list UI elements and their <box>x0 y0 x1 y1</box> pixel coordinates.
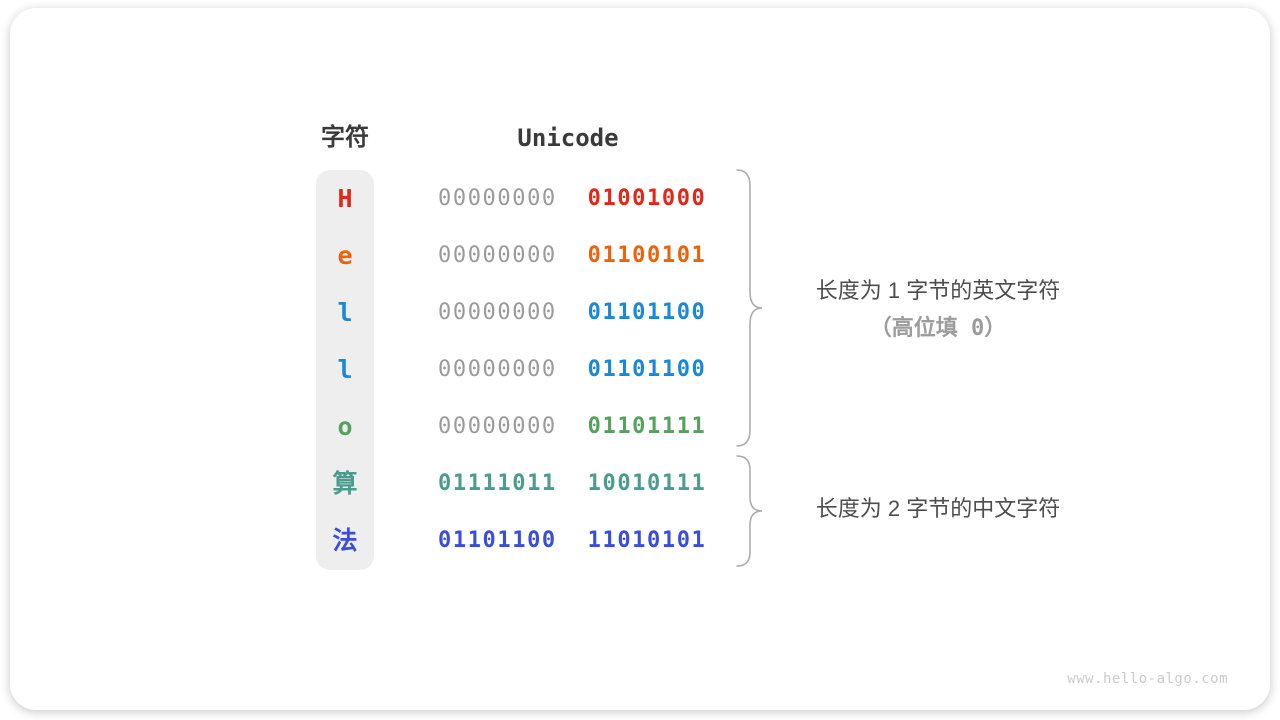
figure-card: 字符 Unicode H 00000000 01001000 e 0000000… <box>10 8 1270 710</box>
unicode-bytes: 00000000 01101111 <box>438 398 706 455</box>
column-header-unicode: Unicode <box>517 124 619 152</box>
character-cell: l <box>337 298 353 327</box>
encoding-row: e 00000000 01100101 <box>10 227 1280 284</box>
byte-low: 01001000 <box>587 186 707 211</box>
annotation-chinese-line1: 长度为 2 字节的中文字符 <box>815 496 1061 521</box>
curly-brace-icon-english-group <box>736 169 763 447</box>
unicode-bytes: 01111011 10010111 <box>438 455 706 512</box>
character-cell: l <box>337 355 353 384</box>
character-cell: e <box>337 241 353 270</box>
byte-high: 00000000 <box>438 300 557 325</box>
byte-high: 00000000 <box>438 357 557 382</box>
encoding-row: o 00000000 01101111 <box>10 398 1280 455</box>
character-cell: H <box>337 184 353 213</box>
annotation-english-line2: （高位填 0） <box>869 316 1007 341</box>
byte-low: 01101111 <box>587 414 707 439</box>
column-header-character: 字符 <box>321 124 369 151</box>
unicode-bytes: 00000000 01100101 <box>438 227 706 284</box>
encoding-row: 算 01111011 10010111 <box>10 455 1280 512</box>
byte-low: 01101100 <box>587 300 707 325</box>
character-cell: 法 <box>332 526 358 555</box>
character-cell: 算 <box>332 469 358 498</box>
character-column-background <box>316 170 374 570</box>
unicode-bytes: 00000000 01001000 <box>438 170 706 227</box>
byte-low: 11010101 <box>587 528 707 553</box>
encoding-row: 法 01101100 11010101 <box>10 512 1280 569</box>
unicode-bytes: 01101100 11010101 <box>438 512 706 569</box>
unicode-bytes: 00000000 01101100 <box>438 284 706 341</box>
unicode-bytes: 00000000 01101100 <box>438 341 706 398</box>
byte-low: 01101100 <box>587 357 707 382</box>
character-cell: o <box>337 412 353 441</box>
byte-high: 00000000 <box>438 186 557 211</box>
encoding-row: H 00000000 01001000 <box>10 170 1280 227</box>
byte-low: 10010111 <box>587 471 707 496</box>
annotation-english-chars: 长度为 1 字节的英文字符 （高位填 0） <box>772 276 1104 344</box>
encoding-row: l 00000000 01101100 <box>10 341 1280 398</box>
byte-high: 01111011 <box>438 471 557 496</box>
byte-high: 00000000 <box>438 243 557 268</box>
curly-brace-icon-chinese-group <box>736 455 763 567</box>
annotation-english-line1: 长度为 1 字节的英文字符 <box>815 278 1061 303</box>
watermark: www.hello-algo.com <box>1067 671 1228 687</box>
byte-high: 00000000 <box>438 414 557 439</box>
annotation-chinese-chars: 长度为 2 字节的中文字符 <box>772 494 1104 524</box>
encoding-row: l 00000000 01101100 <box>10 284 1280 341</box>
byte-high: 01101100 <box>438 528 557 553</box>
byte-low: 01100101 <box>587 243 707 268</box>
